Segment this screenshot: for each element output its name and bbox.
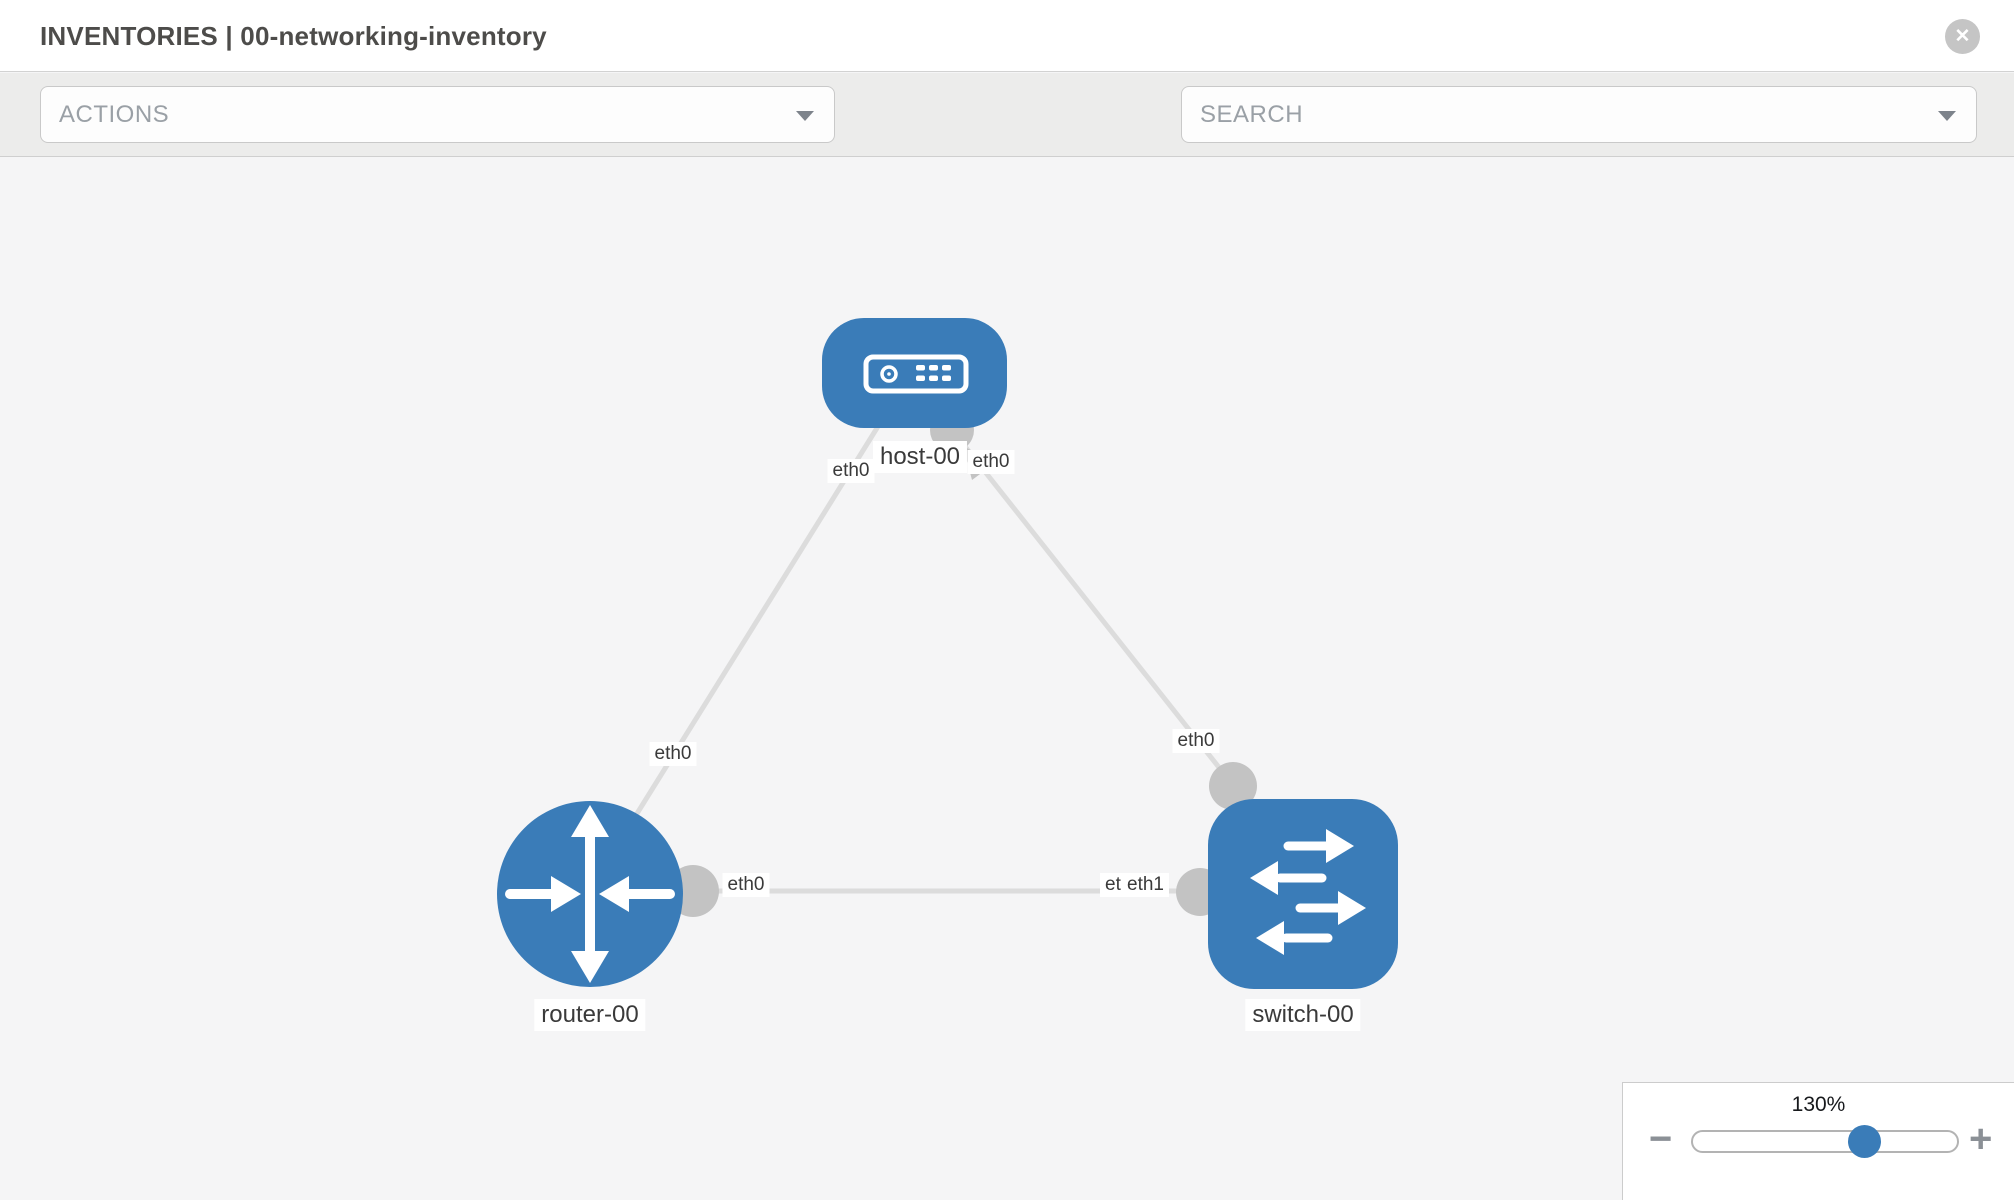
interface-label-switch-eth1: eth1 [1122,873,1169,897]
interface-dots [667,408,1257,917]
host-node-shape [822,318,1007,428]
zoom-out-button[interactable]: − [1649,1117,1673,1161]
interface-label-switch-eth0-to-host: eth0 [1172,729,1220,753]
switch-node-shape [1208,799,1398,989]
node-label-router-00: router-00 [534,999,646,1031]
chevron-down-icon [796,111,814,121]
topology-canvas[interactable]: host-00 router-00 switch-00 eth0 eth0 et… [0,158,2014,1200]
toolbar: ACTIONS SEARCH [0,73,2014,208]
close-button[interactable]: ✕ [1945,19,1980,54]
node-label-switch-00: switch-00 [1245,999,1361,1031]
node-switch-00[interactable] [1208,799,1398,989]
zoom-level-value: 130% [1791,1093,1846,1116]
actions-dropdown[interactable]: ACTIONS [40,86,835,143]
header: INVENTORIES | 00-networking-inventory ✕ [0,0,2014,72]
search-input-placeholder: SEARCH [1200,100,1304,128]
interface-label-router-eth0-to-switch: eth0 [722,873,770,897]
interface-dot-switch-eth0[interactable] [1209,762,1257,810]
node-host-00[interactable] [822,318,1007,428]
page-title: INVENTORIES | 00-networking-inventory [40,21,547,51]
interface-label-host-eth0-to-switch: eth0 [967,450,1015,474]
topology-links [597,418,1242,894]
node-label-host-00: host-00 [872,441,968,473]
zoom-slider-thumb[interactable] [1848,1125,1881,1158]
topology-svg [497,318,1398,989]
chevron-down-icon [1938,111,1956,121]
link-host-router[interactable] [597,418,885,875]
interface-label-router-eth0-to-host: eth0 [649,742,697,766]
interface-label-host-eth0-to-router: eth0 [827,459,875,483]
actions-dropdown-label: ACTIONS [59,100,170,128]
host-icon [863,354,969,394]
zoom-in-button[interactable]: + [1969,1117,1993,1161]
search-dropdown[interactable]: SEARCH [1181,86,1977,143]
zoom-panel: 130% − + [1622,1082,2014,1200]
node-router-00[interactable] [497,801,683,987]
close-icon: ✕ [1954,26,1971,47]
router-icon [505,805,675,983]
switch-icon [1250,829,1366,955]
zoom-slider-track[interactable] [1691,1125,1959,1158]
